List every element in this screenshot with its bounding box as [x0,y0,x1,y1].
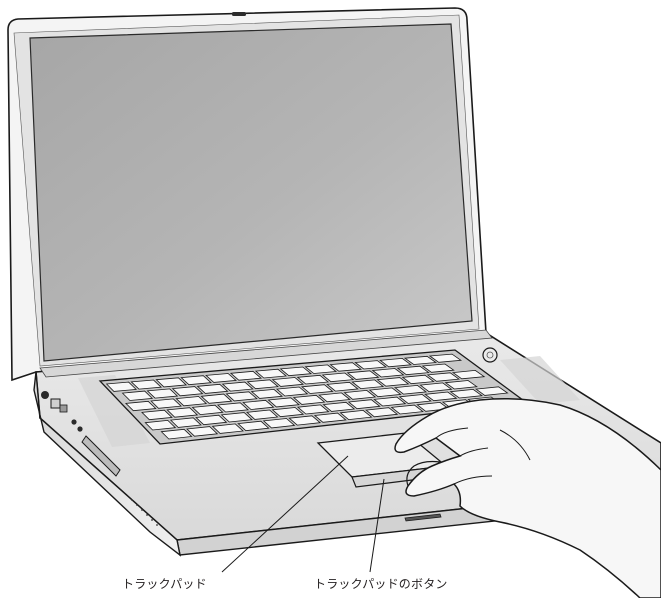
key [376,377,410,387]
key [275,386,309,397]
key [171,386,204,397]
audio-port-icon [71,419,83,432]
trackpad-leader-line [221,455,349,573]
hand-illustration [394,398,661,598]
key [225,391,258,402]
key [130,379,163,390]
key [221,381,254,392]
trackpad-button-label: トラックパッドのボタン [314,577,448,591]
key [195,414,228,426]
power-button-icon [482,347,498,363]
key [301,384,334,394]
firewire-port-icon [59,404,68,413]
key [403,355,438,365]
key [474,386,509,396]
key [191,404,224,416]
key [449,388,483,399]
key [175,396,208,407]
key [196,383,229,394]
key [396,365,430,376]
key [393,384,428,395]
trackpad-button-leader-line [369,478,385,573]
key [254,368,287,379]
key [267,397,300,408]
key [237,420,270,432]
keyboard [98,349,529,445]
key [343,389,377,400]
key [373,396,407,407]
key [160,428,193,440]
key [250,388,283,399]
key [246,409,279,420]
key [371,368,405,378]
key [379,357,412,368]
key [354,360,387,370]
key [365,407,399,418]
key [401,374,435,385]
trackpad-label: トラックパッド [122,577,207,591]
key [229,370,262,381]
key [271,407,305,418]
key [424,391,458,402]
key [292,394,326,405]
key [146,388,179,399]
key [186,426,219,437]
key [444,380,478,390]
side-ports [41,391,158,526]
key [220,412,253,423]
key [242,399,275,410]
key [390,404,424,415]
key [246,379,279,390]
screen [29,23,473,362]
key [121,390,154,401]
key [211,423,244,434]
key [313,412,347,423]
key [279,366,313,377]
key [339,409,373,421]
key [329,362,362,372]
key [347,399,381,410]
key [155,377,188,388]
key [296,374,330,385]
key [271,377,304,387]
key [141,409,173,421]
key [398,394,432,404]
key [426,372,460,382]
key [346,370,380,380]
key [304,364,338,374]
key [125,400,157,412]
key [166,407,199,418]
key [262,418,296,429]
display-lid [7,7,487,382]
key [150,398,182,409]
key [105,381,138,392]
key [419,382,453,393]
key [216,402,250,413]
optical-drive-slot [404,513,442,522]
ethernet-port-icon [50,398,61,409]
key [351,379,385,390]
key [169,417,202,428]
key [451,369,486,380]
key [288,415,322,426]
expresscard-slot-icon [81,435,121,477]
key [428,353,463,363]
key [180,375,212,386]
key [318,392,351,403]
key [205,373,237,383]
vent-dots [131,499,158,526]
key [326,381,359,392]
power-port-icon [41,391,49,399]
key [421,363,455,373]
key [321,372,355,383]
key [322,401,356,412]
key [296,404,330,415]
camera-icon [232,12,246,16]
key [144,419,177,431]
key [200,393,233,404]
key [368,387,402,398]
